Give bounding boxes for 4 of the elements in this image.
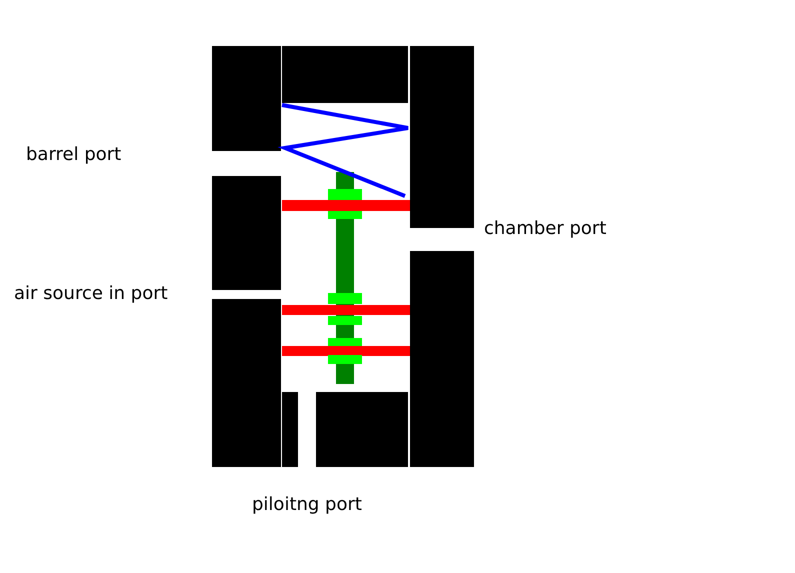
- port-label: air source in port: [14, 283, 168, 305]
- port-label: barrel port: [26, 144, 122, 166]
- port-label: chamber port: [484, 218, 606, 240]
- port-label: piloitng port: [252, 494, 362, 516]
